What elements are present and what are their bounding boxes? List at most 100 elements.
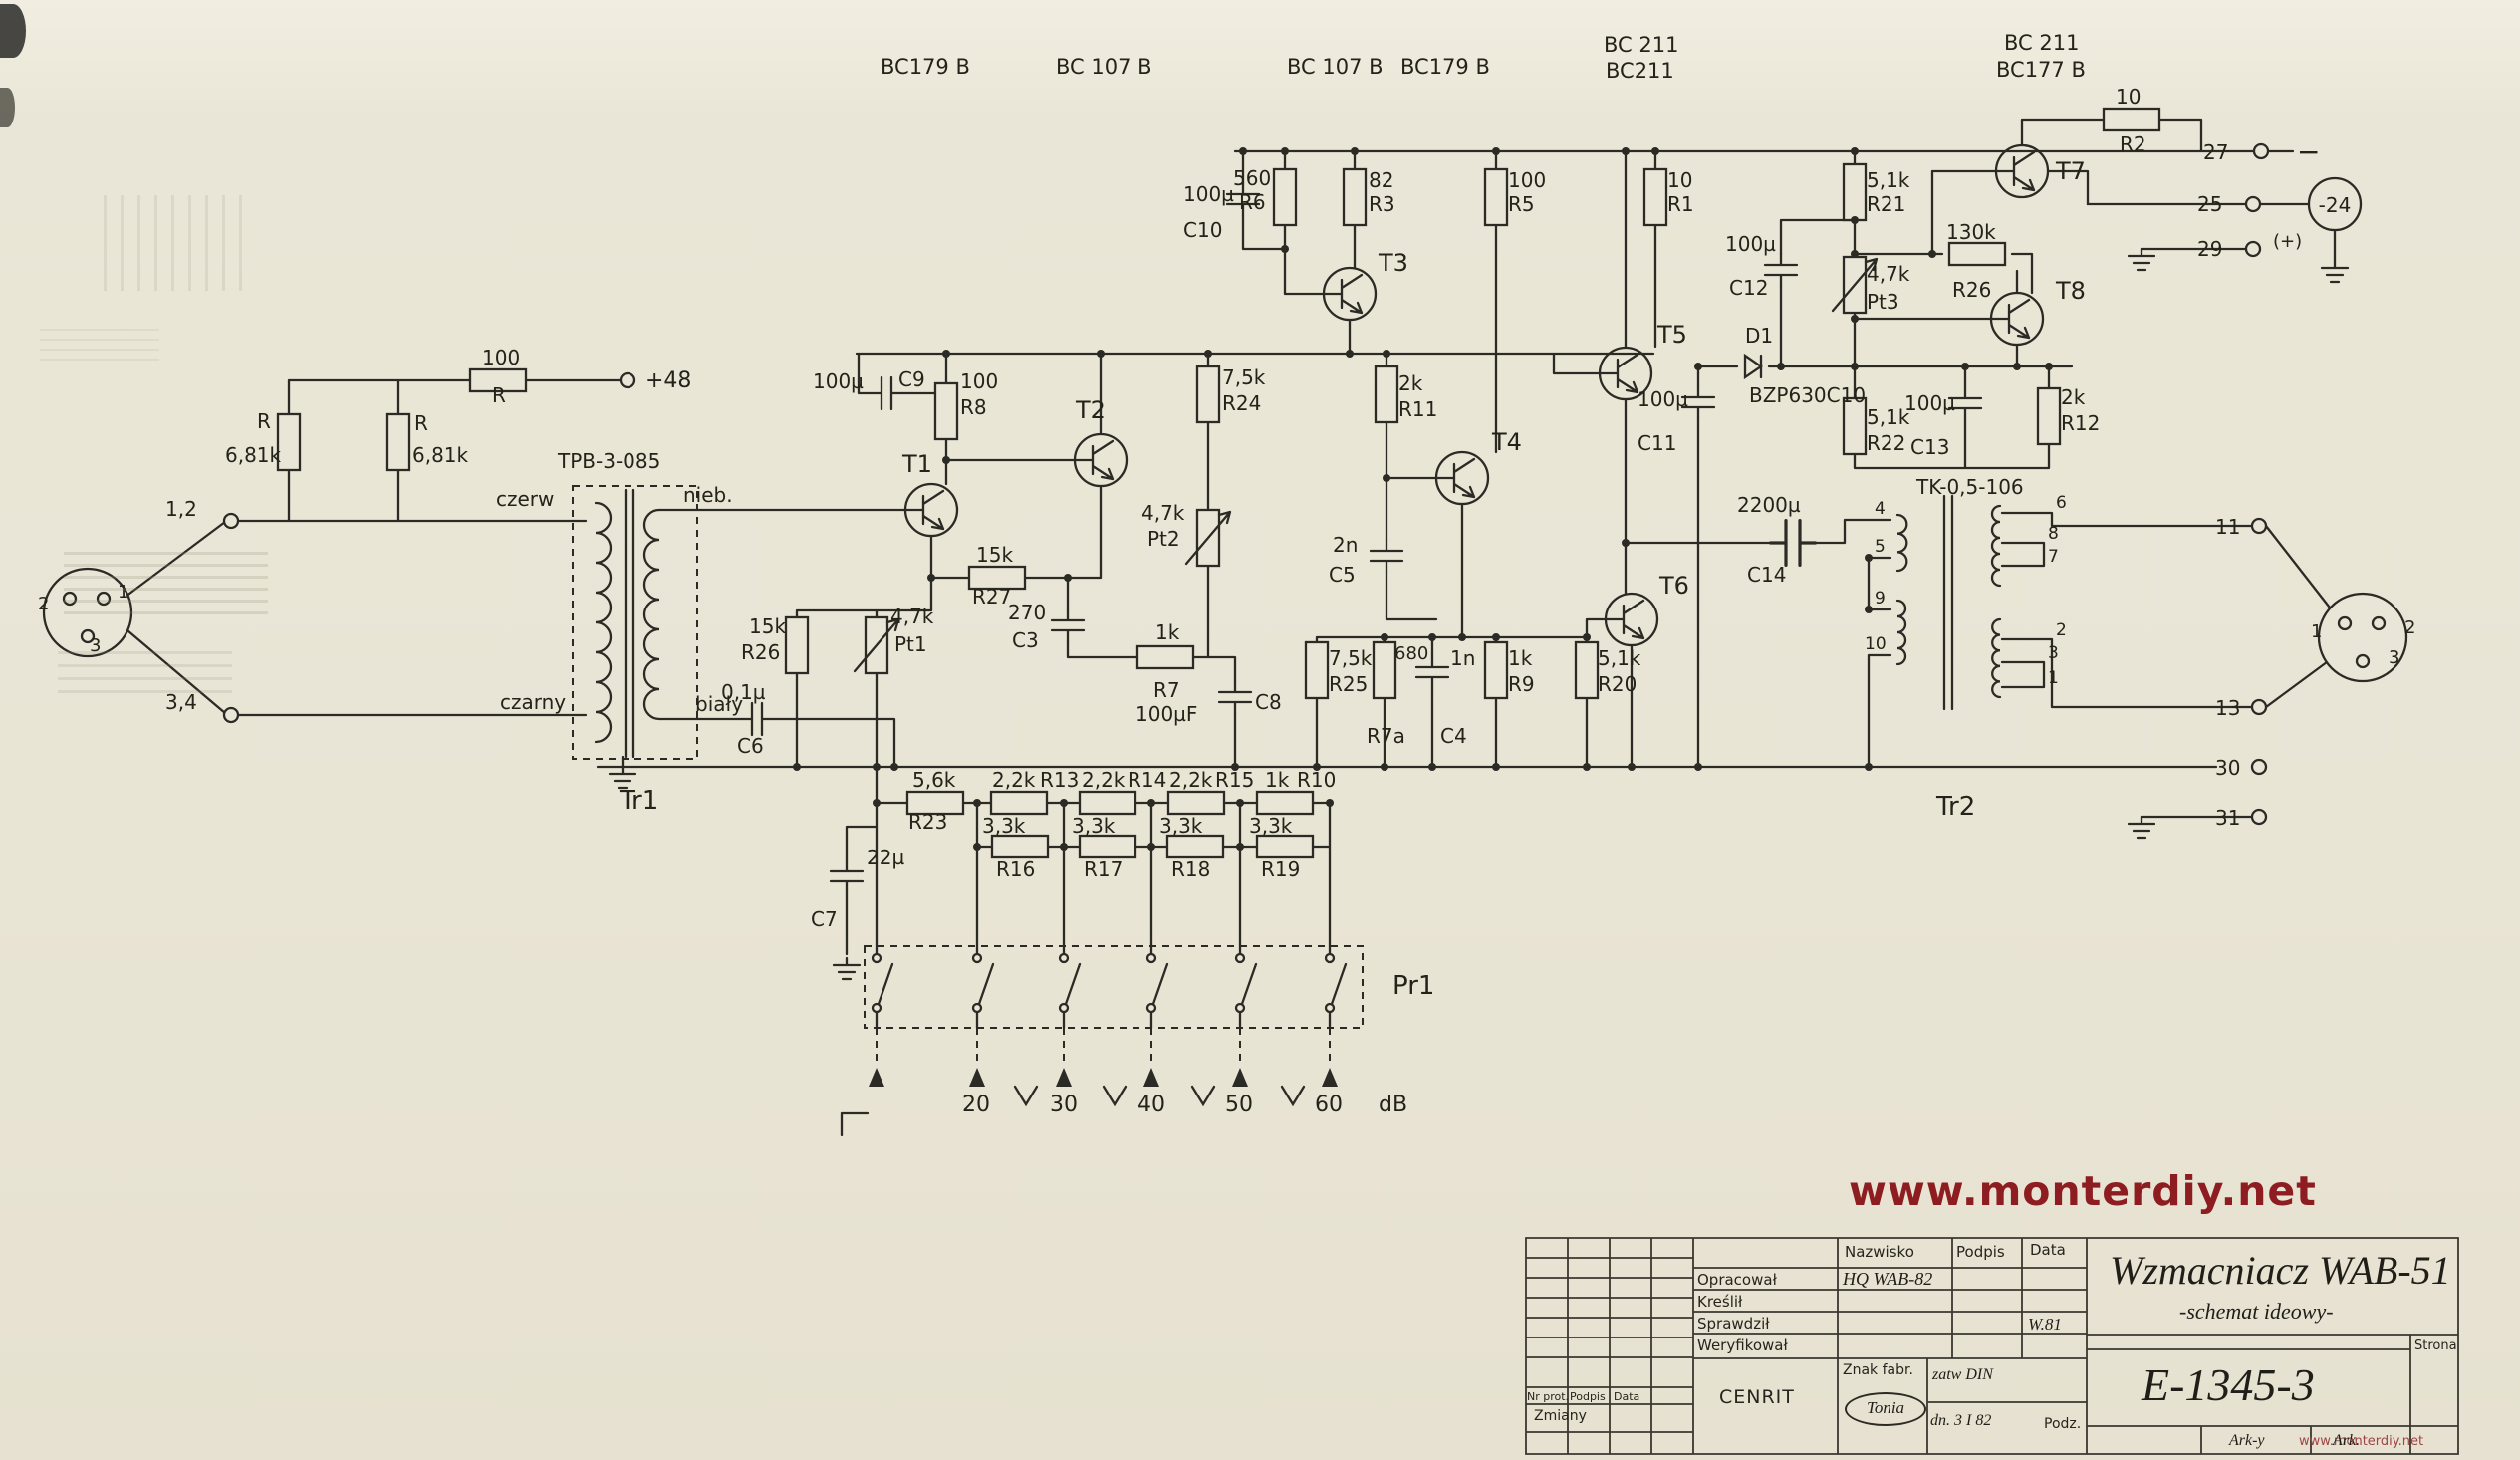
dot-symbol (1236, 799, 1244, 807)
ground-29 (2127, 247, 2156, 272)
zatw-label: zatw DIN (1932, 1366, 1993, 1383)
cap-c4 (1414, 654, 1450, 690)
sch-label: D1 (1745, 324, 1773, 348)
sch-label: 1k (1508, 646, 1533, 670)
resistor-r-100 (468, 367, 528, 393)
cap-c12 (1763, 252, 1799, 288)
sch-label: 3 (2048, 643, 2059, 663)
sch-label: − (2297, 135, 2320, 168)
resistor-r20 (1574, 640, 1600, 700)
resistor-r10 (1255, 790, 1315, 816)
xlr-connector-left (42, 567, 133, 658)
sch-label: R1 (1667, 192, 1694, 216)
selector-arrow-0 (869, 1068, 884, 1087)
pin-29: 29 (2197, 237, 2222, 261)
sch-label: C14 (1747, 563, 1786, 587)
resistor-r23 (905, 790, 965, 816)
sch-label: 1k (1265, 768, 1290, 792)
sch-label: R22 (1867, 431, 1905, 455)
resistor-r6 (1272, 167, 1298, 227)
nr-prot-label: Nr prot. (1527, 1390, 1570, 1403)
sch-label: 2200µ (1737, 493, 1801, 517)
sch-label: biały (695, 692, 743, 716)
dot-symbol (1865, 606, 1873, 613)
sch-label: C3 (1012, 628, 1039, 652)
ground-plus (2320, 259, 2350, 284)
sch-label: czarny (500, 690, 566, 714)
dot-symbol (1060, 843, 1068, 851)
resistor-r22 (1842, 396, 1868, 456)
sch-label: 6 (2056, 493, 2067, 513)
dot-symbol (1694, 763, 1702, 771)
data2-label: Data (1614, 1390, 1640, 1403)
resistor-r-a (276, 412, 302, 472)
znak-fabr-label: Znak fabr. (1843, 1362, 1913, 1378)
switch-contact-20 (971, 952, 995, 1014)
sch-label: 2n (1333, 533, 1358, 557)
resistor-r9 (1483, 640, 1509, 700)
sch-label: 680 (1394, 643, 1428, 664)
dot-symbol (1851, 147, 1859, 155)
db-40: 40 (1137, 1093, 1165, 1117)
cap-c10 (1225, 181, 1261, 217)
sch-label: 4,7k (1141, 501, 1185, 525)
dot-symbol (1961, 363, 1969, 370)
dot-symbol (973, 799, 981, 807)
selector-arrow-20 (969, 1068, 985, 1087)
terminal-27 (2252, 142, 2270, 160)
dot-symbol (1236, 843, 1244, 851)
db-20: 20 (962, 1093, 990, 1117)
sch-label: R16 (996, 857, 1035, 881)
dot-symbol (1583, 633, 1591, 641)
col-header-nazwisko: Nazwisko (1845, 1243, 1914, 1261)
cap-c5 (1369, 538, 1404, 574)
selector-arrow-40 (1143, 1068, 1159, 1087)
dot-symbol (873, 763, 881, 771)
pot-pt1 (853, 615, 900, 675)
sch-label: R5 (1508, 192, 1535, 216)
sch-label: C10 (1183, 218, 1222, 242)
sch-label: 2 (2056, 620, 2067, 640)
resistor-r17 (1078, 834, 1137, 859)
arky-label: Ark-y (2229, 1432, 2265, 1449)
dot-symbol (1458, 633, 1466, 641)
title-block-lines (1525, 1237, 2459, 1455)
ground-tr1 (608, 765, 637, 790)
terminal-minus24 (2307, 176, 2363, 232)
db-50: 50 (1225, 1093, 1253, 1117)
sch-label: R10 (1297, 768, 1336, 792)
range-mark (1102, 1085, 1128, 1107)
pin-13: 13 (2215, 696, 2240, 720)
dot-symbol (1313, 763, 1321, 771)
sch-label: R24 (1222, 391, 1261, 415)
pin-31: 31 (2215, 806, 2240, 830)
terminal-13 (2250, 698, 2268, 716)
transistor-t1 (903, 482, 959, 538)
sch-label: 3 (2389, 647, 2399, 668)
dot-symbol (1060, 799, 1068, 807)
dot-symbol (1851, 363, 1859, 370)
sch-label: C4 (1440, 724, 1467, 748)
pot-pt2 (1184, 508, 1232, 568)
range-mark (1190, 1085, 1216, 1107)
watermark-corner: www.monterdiy.net (2299, 1434, 2424, 1449)
type-label-t3: BC 107 B (1287, 55, 1384, 79)
sch-label: R9 (1508, 672, 1535, 696)
sch-label: 2,2k (1169, 768, 1213, 792)
ark-label: Ark. (2333, 1432, 2361, 1449)
dot-symbol (793, 763, 801, 771)
transistor-t7 (1994, 143, 2050, 199)
dot-symbol (1097, 350, 1105, 358)
sch-label: R18 (1171, 857, 1210, 881)
dot-symbol (1492, 763, 1500, 771)
resistor-r7a (1372, 640, 1397, 700)
dot-symbol (873, 799, 881, 807)
row-kreslil: Kreślił (1697, 1293, 1743, 1311)
sch-label: T2 (1075, 396, 1106, 424)
pin-3-4: 3,4 (165, 690, 197, 714)
tr2-winding-4-5 (1895, 513, 1908, 573)
sch-label: 22µ (867, 846, 904, 869)
row-opracowal: Opracował (1697, 1271, 1777, 1289)
col-header-podpis: Podpis (1956, 1243, 2005, 1261)
sch-label: 5,1k (1867, 168, 1910, 192)
